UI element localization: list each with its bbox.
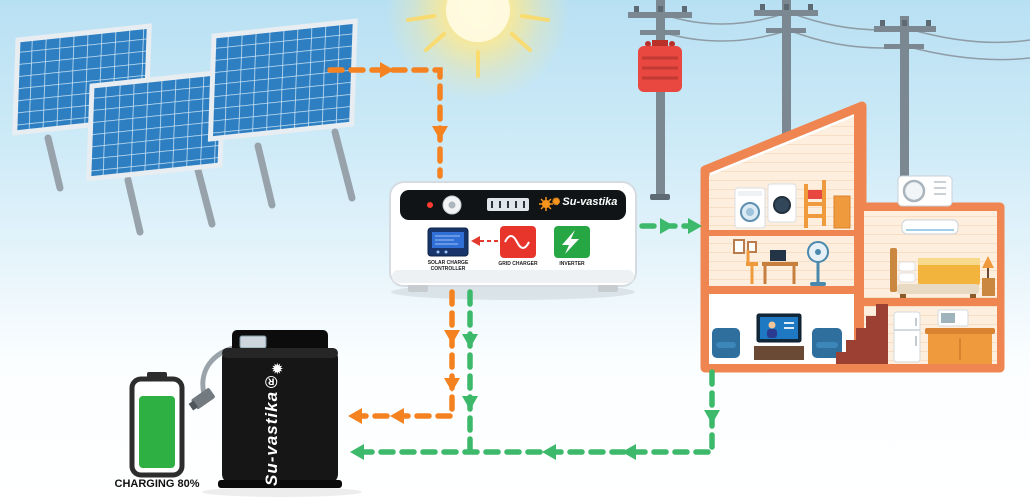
charging-status-label: CHARGING 80%: [114, 478, 200, 490]
arrowhead-icon: [390, 408, 404, 424]
suvastika-logo-icon: ✺: [552, 197, 561, 208]
washing-machine-icon: [734, 187, 766, 229]
cabinet-icon: [833, 195, 851, 229]
tv-icon: [754, 313, 804, 360]
inverter-to-battery-flow: [348, 289, 460, 424]
cable-connector-icon: [188, 388, 215, 411]
staircase: [836, 304, 888, 364]
battery-port-icon: [239, 335, 267, 349]
inverter-module-label: INVERTER: [559, 261, 585, 267]
solar-panel: [86, 69, 226, 182]
transformer-icon: [638, 40, 682, 92]
arrowhead-icon: [542, 444, 556, 460]
floor-divider: [709, 230, 856, 236]
suvastika-logo-icon: [539, 197, 553, 211]
arrowhead-icon: [688, 218, 702, 234]
ac-indoor-unit-icon: [901, 219, 959, 235]
arrowhead-icon: [380, 62, 394, 78]
grid-charger-label: GRID CHARGER: [498, 261, 538, 267]
arrowhead-icon: [622, 444, 636, 460]
towel-rack-icon: [804, 180, 826, 228]
arrowhead-icon: [704, 410, 720, 424]
battery-pack: [188, 330, 362, 497]
fridge-icon: [893, 311, 921, 363]
lamp-icon: [982, 256, 995, 296]
lightning-icon: [562, 230, 579, 254]
battery-charge-icon: [129, 372, 185, 478]
house-cutaway: [700, 101, 1005, 373]
house-to-battery-flow: [349, 369, 720, 460]
floor-divider: [705, 286, 858, 294]
floor-divider: [864, 298, 997, 306]
inverter-battery-green-flow: [462, 289, 478, 455]
sofa-icon: [812, 328, 842, 358]
solar-panel: [207, 18, 358, 142]
chair-icon: [746, 250, 758, 284]
desk-icon: [762, 250, 798, 284]
grid-charge-arrow-icon: [471, 236, 498, 246]
wing-divider-wall: [854, 112, 864, 368]
sun-icon: [386, 0, 570, 102]
arrowhead-icon: [462, 396, 478, 410]
inverter-to-house-flow: [639, 218, 703, 234]
power-led: [427, 202, 433, 208]
inverter-device: [389, 181, 637, 300]
grid-charger-module: [500, 226, 536, 258]
solar-charge-controller-label: SOLAR CHARGE CONTROLLER: [427, 260, 469, 272]
kitchen-counter-icon: [925, 328, 995, 364]
arrowhead-icon: [444, 330, 460, 344]
utility-pole: [628, 0, 692, 200]
inverter-module: [554, 226, 590, 258]
battery-charge-level: [139, 396, 175, 468]
suvastika-logo-icon: ✹: [271, 361, 284, 378]
microwave-icon: [937, 309, 969, 327]
power-lines: [664, 12, 1030, 61]
inverter-brand-label: Su-vastika: [562, 196, 618, 208]
bed-icon: [890, 248, 980, 298]
fan-icon: [807, 241, 829, 286]
solar-charge-controller-module: [427, 227, 469, 257]
sofa-icon: [712, 328, 740, 358]
solar-panel-array: [12, 18, 358, 236]
ac-outdoor-unit-icon: [897, 175, 953, 207]
inverter-display: [487, 198, 529, 211]
inverter-brand: ✺Su-vastika: [552, 196, 617, 208]
wall-frames-icon: [733, 239, 757, 254]
battery-brand: Su-vastika®: [262, 370, 281, 486]
utility-pole: [874, 16, 936, 230]
arrowhead-icon: [660, 218, 674, 234]
dryer-icon: [767, 183, 797, 223]
arrowhead-icon: [348, 408, 362, 424]
arrowhead-icon: [350, 444, 364, 460]
solar-to-inverter-flow: [327, 62, 448, 179]
arrowhead-icon: [444, 378, 460, 392]
arrowhead-icon: [432, 126, 448, 140]
arrowhead-icon: [462, 334, 478, 348]
